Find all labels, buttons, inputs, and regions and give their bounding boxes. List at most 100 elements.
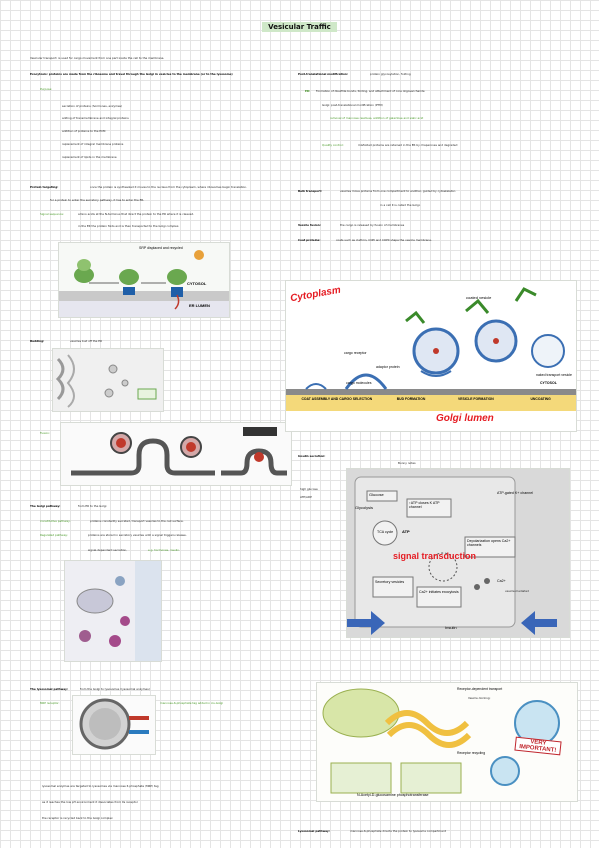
page-title: Vesicular Traffic bbox=[0, 14, 599, 33]
fusion-label: Fusion: bbox=[40, 431, 50, 435]
receptor-transport-label: Receptor-dependent transport bbox=[457, 687, 503, 691]
lysosomal-pathway-text: mannose-6-phosphate directs the protein … bbox=[350, 829, 446, 833]
signal-sequence-label: Signal sequence: bbox=[40, 212, 64, 216]
bulk-transport-heading: Bulk transport: bbox=[298, 189, 322, 193]
cargo-molecules-label: cargo molecules bbox=[346, 381, 372, 385]
purpose-item-2: adding of transmembrane and integral pro… bbox=[62, 116, 129, 120]
srp-diagram bbox=[59, 250, 229, 317]
insulin-secretion-figure: signal transduction Glucose Glycolysis T… bbox=[346, 468, 570, 638]
bulk-transport-text-2: in a cell it is called the Golgi. bbox=[380, 203, 421, 207]
purpose-item-1: secretion of proteins (hormones, enzymes… bbox=[62, 104, 123, 108]
constitutive-text: proteins constantly secreted, transport … bbox=[90, 519, 184, 523]
lysosomal-pathway-heading: Lysosomal pathway: bbox=[298, 829, 330, 833]
lysosome-figure bbox=[72, 695, 156, 755]
modification-text: protein glycosylation, folding bbox=[370, 72, 411, 76]
constitutive-label: Constitutive pathway: bbox=[40, 519, 71, 523]
m6p-label: M6P receptor: bbox=[40, 701, 60, 705]
cargo-receptor-label: cargo receptor bbox=[344, 351, 367, 355]
stage-uncoating: UNCOATING bbox=[509, 397, 573, 409]
golgi-pathway-text: from ER to the Golgi bbox=[78, 504, 107, 508]
er-text: Formation of disulfide bonds, folding, a… bbox=[316, 89, 425, 93]
lysosomal-text: from the Golgi to lysosomes (lysosomal e… bbox=[80, 687, 150, 691]
purpose-label: Purpose: bbox=[40, 87, 53, 91]
quality-control-label: Quality control: bbox=[322, 143, 344, 147]
er-label: ER: bbox=[305, 89, 311, 93]
glycosylation-note: removal of mannose residues, addition of… bbox=[330, 116, 424, 120]
stage-vesicle-formation: VESICLE FORMATION bbox=[444, 397, 508, 409]
protein-targeting-text-2: for a protein to enter the secretory pat… bbox=[50, 198, 145, 202]
regulated-example: e.g. hormones, insulin. bbox=[148, 548, 180, 552]
m6p-diagram bbox=[322, 688, 560, 794]
naked-vesicle-label: naked transport vesicle bbox=[536, 373, 572, 377]
quality-control-text: misfolded proteins are retained in the E… bbox=[358, 143, 458, 147]
ca-exocytosis-label: Ca2+ initiates exocytosis bbox=[419, 590, 459, 594]
intro-text: Vesicular transport: is used for cargo m… bbox=[30, 56, 165, 60]
regulated-label: Regulated pathway: bbox=[40, 533, 68, 537]
regulated-text: proteins are stored in secretory vesicle… bbox=[88, 533, 187, 537]
atp-label: ATP bbox=[402, 529, 410, 534]
golgi-lumen-label: Golgi lumen bbox=[436, 413, 494, 424]
srp-translocation-figure: CYTOSOL ER LUMEN SRP displaced and recyc… bbox=[58, 242, 230, 318]
insulin-note: Bunny notes bbox=[398, 461, 416, 465]
vesicle-fusion-heading: Vesicle fusion: bbox=[298, 223, 321, 227]
purpose-item-4: replacement of integral membrane protein… bbox=[62, 142, 124, 146]
adaptor-protein-label: adaptor protein bbox=[376, 365, 400, 369]
stage-bud-formation: BUD FORMATION bbox=[379, 397, 443, 409]
signal-sequence-text-2: in the ER the protein folds and is then … bbox=[78, 224, 180, 228]
purpose-item-5: replacement of lipids in the membrane bbox=[62, 155, 117, 159]
lysosome-diagram bbox=[79, 698, 149, 750]
insulin-diagram bbox=[347, 476, 557, 635]
er-structure-figure bbox=[52, 348, 164, 412]
lysosomal-targeting-figure: VERY IMPORTANT! N-Acetyl-D-glucosamine p… bbox=[316, 682, 578, 802]
lysosomal-line-1: lysosomal enzymes are targeted to lysoso… bbox=[42, 784, 159, 788]
insulin-label: Insulin bbox=[445, 625, 457, 630]
katp-channel-label: ↑ATP closes K ATP channel bbox=[409, 501, 440, 509]
budding-heading: Budding: bbox=[30, 339, 45, 343]
insulin-heading: Insulin secretion: bbox=[298, 454, 326, 458]
regulated-text-2: signal-dependent secretion, bbox=[88, 548, 128, 552]
tca-label: TCA cycle bbox=[377, 530, 394, 534]
budding-text: vesicles bud off the ER bbox=[70, 339, 102, 343]
receptor-recycling-label: Receptor recycling bbox=[457, 751, 486, 755]
cytosol-label-2: CYTOSOL bbox=[540, 381, 557, 385]
protein-targeting-heading: Protein targeting: bbox=[30, 185, 59, 189]
coat-proteins-text: coats such as clathrin, COPI and COPII s… bbox=[336, 238, 432, 242]
insulin-line-2: ATP/ADP bbox=[300, 495, 312, 499]
golgi-pathway-heading: The Golgi pathway: bbox=[30, 504, 61, 508]
m6p-note: mannose-6-phosphate tag added in cis-Gol… bbox=[160, 701, 224, 705]
glucose-label: Glucose bbox=[369, 492, 384, 497]
insulin-line-1: high glucose bbox=[300, 487, 318, 491]
stage-coat-assembly: COAT ASSEMBLY AND CARGO SELECTION bbox=[296, 397, 378, 409]
cytosol-label: CYTOSOL bbox=[187, 281, 207, 286]
exocytosis-heading: Exocytosis: proteins are made from the r… bbox=[30, 72, 233, 76]
vesicle-mediated-note: vesicle mediated bbox=[505, 589, 529, 593]
coated-vesicle-label: coated vesicle bbox=[466, 295, 492, 300]
modification-heading: Post-translational modification: bbox=[298, 72, 349, 76]
vesicle-fusion-figure bbox=[60, 422, 292, 486]
lysosomal-line-2: as it reaches the low pH environment it … bbox=[42, 800, 138, 804]
glycolysis-label: Glycolysis bbox=[355, 505, 374, 510]
er-lumen-label: ER LUMEN bbox=[189, 303, 210, 308]
stage-bar: COAT ASSEMBLY AND CARGO SELECTION BUD FO… bbox=[296, 397, 573, 409]
bulk-transport-text: vesicles move proteins from one compartm… bbox=[340, 189, 456, 193]
ca-ion-label: Ca2+ bbox=[497, 579, 506, 583]
atp-gated-label: ATP-gated K+ channel bbox=[497, 491, 533, 495]
lysosomal-heading: The lysosomal pathway: bbox=[30, 687, 69, 691]
srp-note: SRP displaced and recycled bbox=[139, 246, 183, 250]
depolarization-label: Depolarization opens Ca2+ channels bbox=[467, 539, 511, 547]
vesicle-fusion-text: the cargo is released by fusion of membr… bbox=[340, 223, 405, 227]
secretory-pathways-figure bbox=[64, 560, 162, 662]
golgi-modification-text: Golgi: post-translational modification (… bbox=[322, 103, 383, 107]
clathrin-vesicle-figure: Cytoplasm Golgi lumen coated vesicle nak… bbox=[285, 280, 577, 432]
fusion-diagram bbox=[71, 427, 287, 476]
vesicle-docking-label: Vesicle docking: bbox=[468, 696, 491, 700]
lysosomal-line-3: the receptor is recycled back to the Gol… bbox=[42, 816, 113, 820]
coat-proteins-heading: Coat proteins: bbox=[298, 238, 321, 242]
signal-transduction-label: signal transduction bbox=[393, 551, 477, 561]
protein-targeting-text: once the protein is synthesized it moves… bbox=[90, 185, 248, 189]
secretory-vesicles-label: Secretory vesicles bbox=[375, 580, 405, 584]
er-diagram bbox=[55, 354, 157, 408]
purpose-item-3: addition of proteins to the ECM bbox=[62, 129, 106, 133]
signal-sequence-text: amino acids at the N-terminus that direc… bbox=[78, 212, 195, 216]
